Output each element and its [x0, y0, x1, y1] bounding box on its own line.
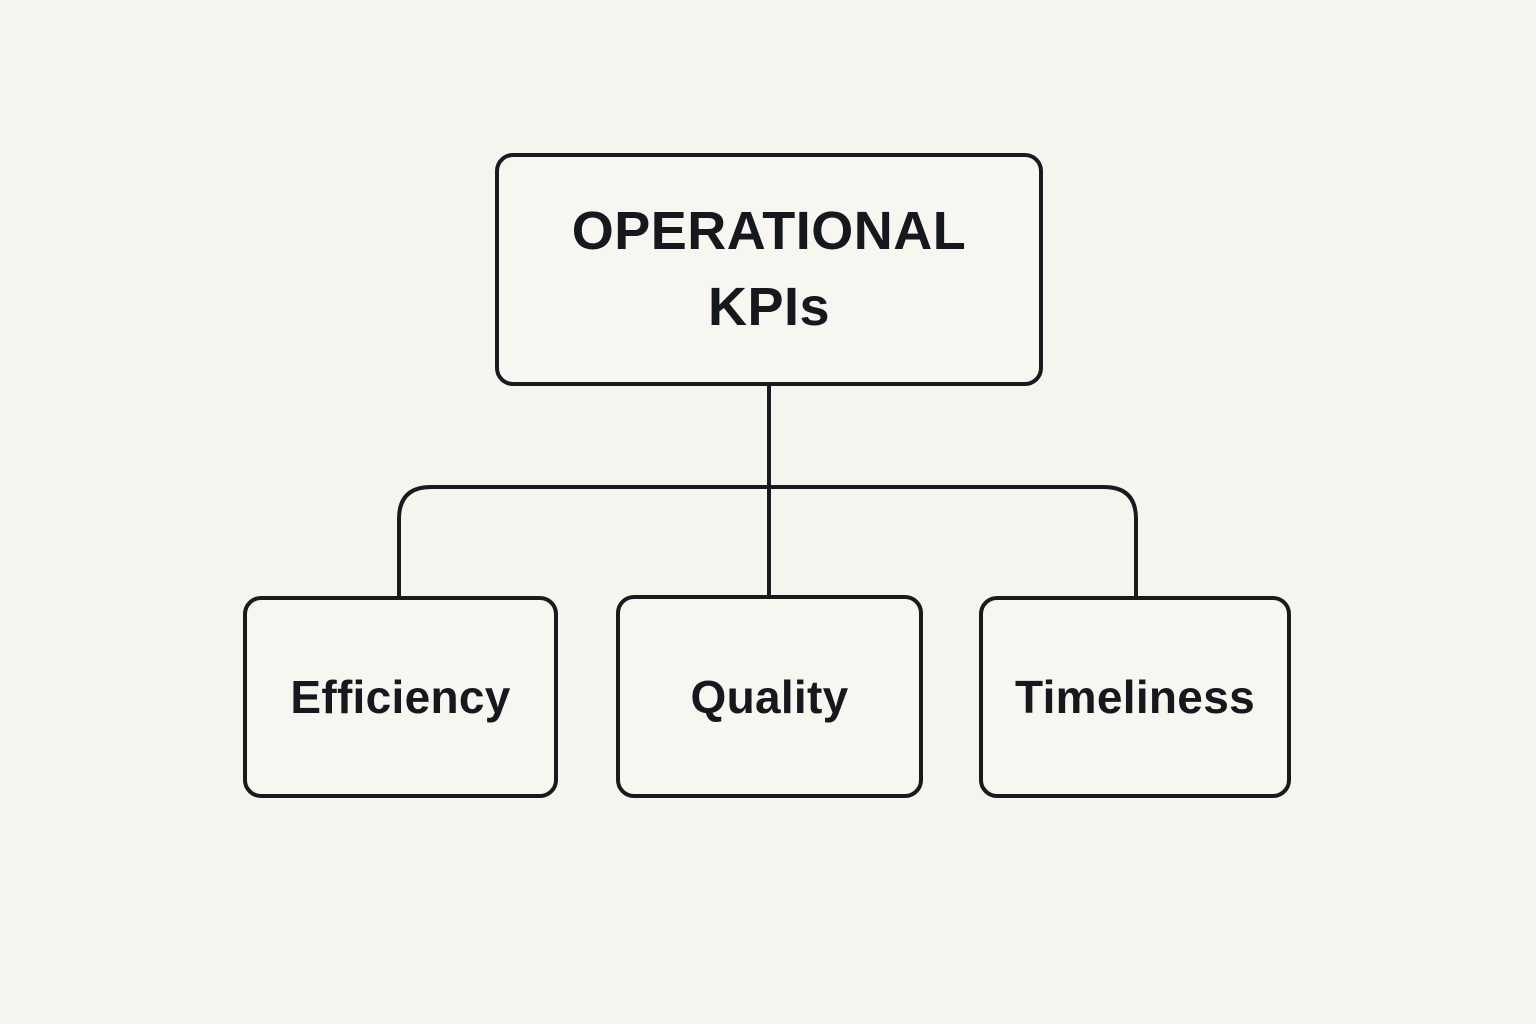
node-operational-kpis-label: OPERATIONAL KPIs	[571, 200, 967, 337]
node-efficiency: Efficiency	[243, 596, 558, 798]
node-timeliness-label: Timeliness	[1015, 671, 1255, 723]
connector-branch-bar	[397, 485, 1138, 598]
node-quality-label: Quality	[690, 670, 849, 723]
node-timeliness: Timeliness	[979, 596, 1291, 798]
node-efficiency-label: Efficiency	[290, 671, 511, 723]
node-quality: Quality	[616, 595, 923, 798]
node-operational-kpis: OPERATIONAL KPIs	[495, 153, 1043, 386]
